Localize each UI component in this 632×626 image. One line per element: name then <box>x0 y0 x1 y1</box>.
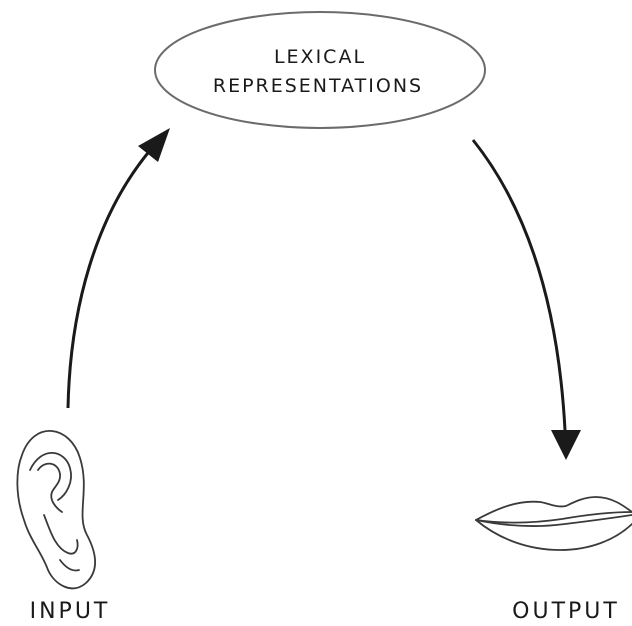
lexical-representations-node: LEXICAL REPRESENTATIONS <box>155 12 485 128</box>
input-label: INPUT <box>30 599 111 624</box>
output-arrowhead <box>551 430 581 460</box>
ear-icon <box>17 431 95 588</box>
lexical-oval <box>155 12 485 128</box>
lips-icon <box>476 497 632 550</box>
output-arrow <box>473 140 581 460</box>
output-label: OUTPUT <box>512 599 620 624</box>
input-arrow <box>68 128 170 408</box>
lexical-label-line2: REPRESENTATIONS <box>213 75 423 97</box>
lexical-label-line1: LEXICAL <box>274 46 366 68</box>
input-arrowhead <box>138 128 170 162</box>
